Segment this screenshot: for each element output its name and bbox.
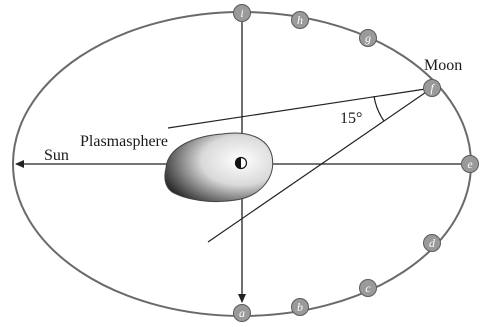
position-i: i: [233, 4, 251, 22]
angle-arc: [373, 95, 385, 122]
moon-sightline: [207, 87, 433, 243]
plasmasphere-shape: [164, 132, 274, 203]
angle-label: 15°: [340, 110, 362, 127]
position-h: h: [291, 11, 309, 29]
svg-text:b: b: [297, 300, 303, 314]
position-f: f: [423, 79, 441, 97]
position-b: b: [291, 298, 309, 316]
position-d: d: [423, 234, 441, 252]
position-a: a: [233, 304, 251, 322]
svg-text:i: i: [240, 6, 243, 20]
svg-text:f: f: [430, 81, 435, 95]
position-e: e: [461, 155, 479, 173]
svg-text:a: a: [239, 306, 245, 320]
plasmasphere-label: Plasmasphere: [80, 133, 168, 150]
svg-text:h: h: [297, 13, 303, 27]
position-g: g: [359, 29, 377, 47]
moon-label: Moon: [424, 57, 462, 74]
svg-text:c: c: [365, 281, 371, 295]
svg-text:g: g: [365, 31, 371, 45]
svg-text:e: e: [467, 157, 473, 171]
earth-icon: [234, 156, 248, 170]
sun-label: Sun: [44, 147, 69, 164]
position-c: c: [359, 279, 377, 297]
svg-text:d: d: [429, 236, 436, 250]
moon-reference-line: [167, 87, 433, 129]
